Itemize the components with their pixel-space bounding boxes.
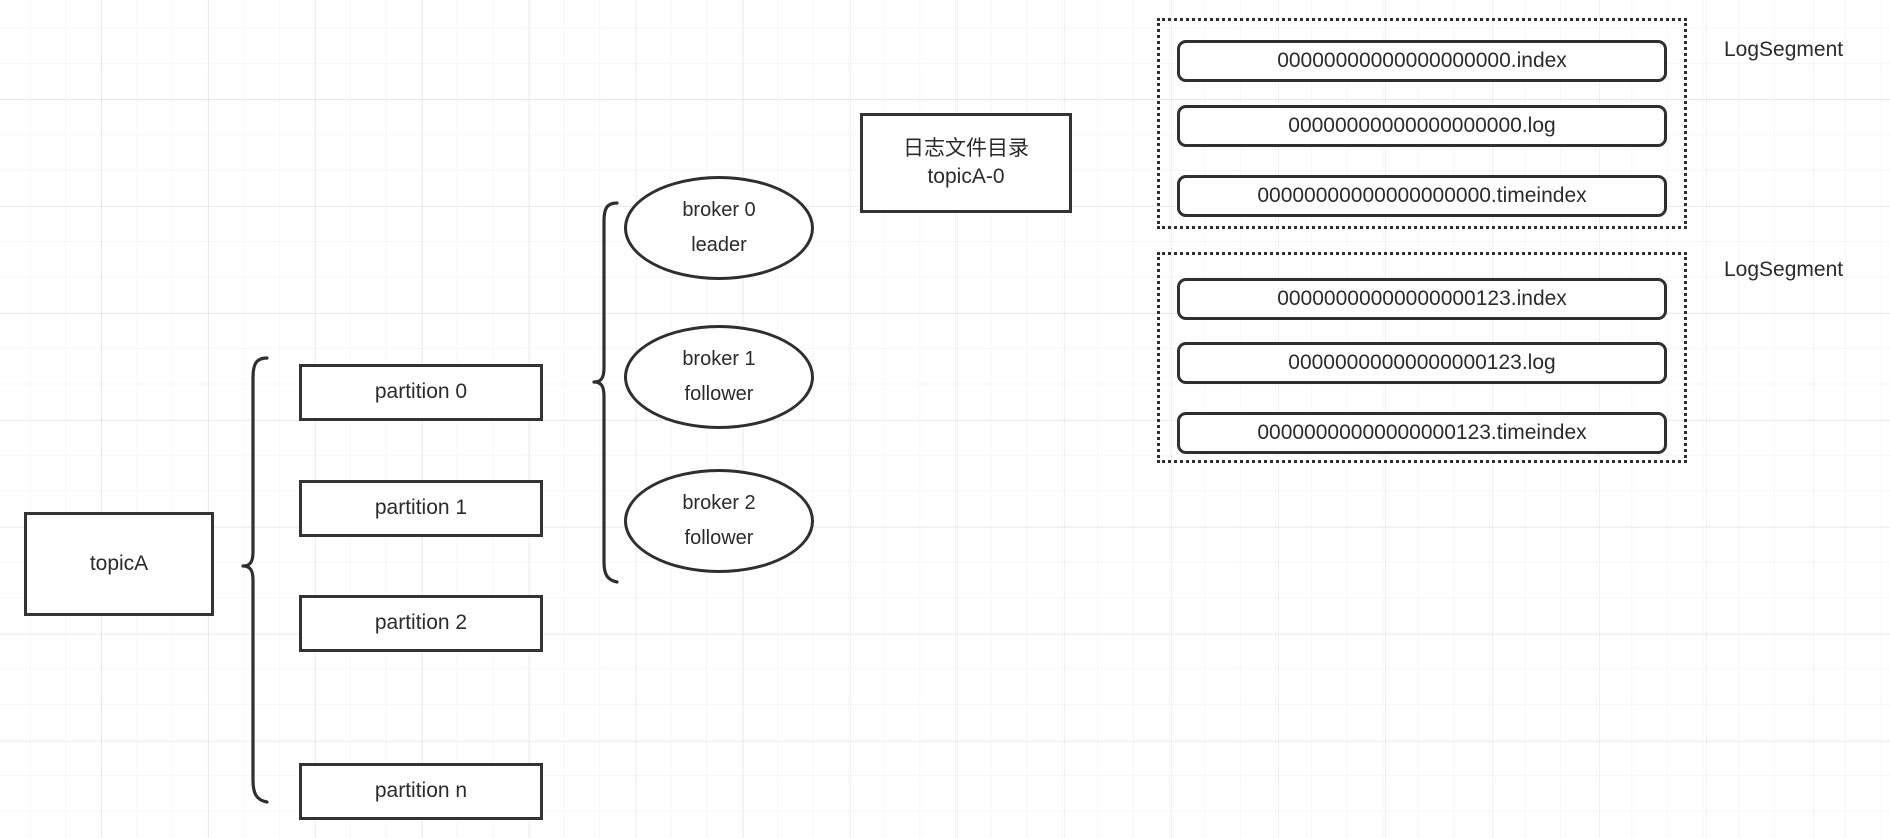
broker-node-2[interactable]: broker 2 follower bbox=[624, 469, 814, 573]
partition-box-0[interactable]: partition 0 bbox=[299, 364, 543, 421]
partition-label-n: partition n bbox=[374, 779, 468, 803]
segment-file-label-1-2: 00000000000000000123.timeindex bbox=[1257, 421, 1587, 444]
broker-name-0: broker 0 bbox=[682, 199, 756, 221]
broker-name-1: broker 1 bbox=[682, 348, 756, 370]
log-segment-group-1 bbox=[1157, 252, 1687, 463]
partition-label-2: partition 2 bbox=[374, 611, 468, 635]
broker-role-2: follower bbox=[684, 527, 754, 550]
brace-topic-to-partitions bbox=[241, 356, 269, 804]
log-segment-label-text-1: LogSegment bbox=[1724, 258, 1844, 281]
segment-file-1-timeindex[interactable]: 00000000000000000123.timeindex bbox=[1177, 412, 1667, 454]
log-directory-line2: topicA-0 bbox=[927, 165, 1005, 188]
broker-role-0: leader bbox=[691, 234, 747, 257]
log-segment-label-0: LogSegment bbox=[1724, 38, 1843, 62]
broker-role-1: follower bbox=[684, 383, 754, 406]
segment-file-label-0-0: 00000000000000000000.index bbox=[1277, 49, 1567, 72]
segment-file-0-log[interactable]: 00000000000000000000.log bbox=[1177, 105, 1667, 147]
partition-box-n[interactable]: partition n bbox=[299, 763, 543, 820]
broker-name-2: broker 2 bbox=[682, 492, 756, 514]
broker-node-0[interactable]: broker 0 leader bbox=[624, 176, 814, 280]
log-directory-box[interactable]: 日志文件目录 topicA-0 bbox=[860, 113, 1072, 213]
segment-file-label-1-0: 00000000000000000123.index bbox=[1277, 287, 1567, 310]
log-segment-label-text-0: LogSegment bbox=[1724, 38, 1844, 61]
segment-file-0-timeindex[interactable]: 00000000000000000000.timeindex bbox=[1177, 175, 1667, 217]
brace-partition0-to-brokers bbox=[592, 201, 619, 584]
partition-label-1: partition 1 bbox=[374, 496, 468, 520]
topic-label: topicA bbox=[89, 551, 149, 575]
segment-file-label-0-1: 00000000000000000000.log bbox=[1288, 114, 1556, 137]
log-segment-group-0 bbox=[1157, 18, 1687, 229]
partition-label-0: partition 0 bbox=[374, 380, 468, 404]
segment-file-label-0-2: 00000000000000000000.timeindex bbox=[1257, 184, 1587, 207]
segment-file-1-index[interactable]: 00000000000000000123.index bbox=[1177, 278, 1667, 320]
segment-file-1-log[interactable]: 00000000000000000123.log bbox=[1177, 342, 1667, 384]
broker-node-1[interactable]: broker 1 follower bbox=[624, 325, 814, 429]
segment-file-0-index[interactable]: 00000000000000000000.index bbox=[1177, 40, 1667, 82]
topic-box[interactable]: topicA bbox=[24, 512, 214, 616]
log-segment-label-1: LogSegment bbox=[1724, 258, 1843, 282]
partition-box-1[interactable]: partition 1 bbox=[299, 480, 543, 537]
log-directory-line1: 日志文件目录 bbox=[903, 136, 1029, 160]
segment-file-label-1-1: 00000000000000000123.log bbox=[1288, 351, 1556, 374]
partition-box-2[interactable]: partition 2 bbox=[299, 595, 543, 652]
